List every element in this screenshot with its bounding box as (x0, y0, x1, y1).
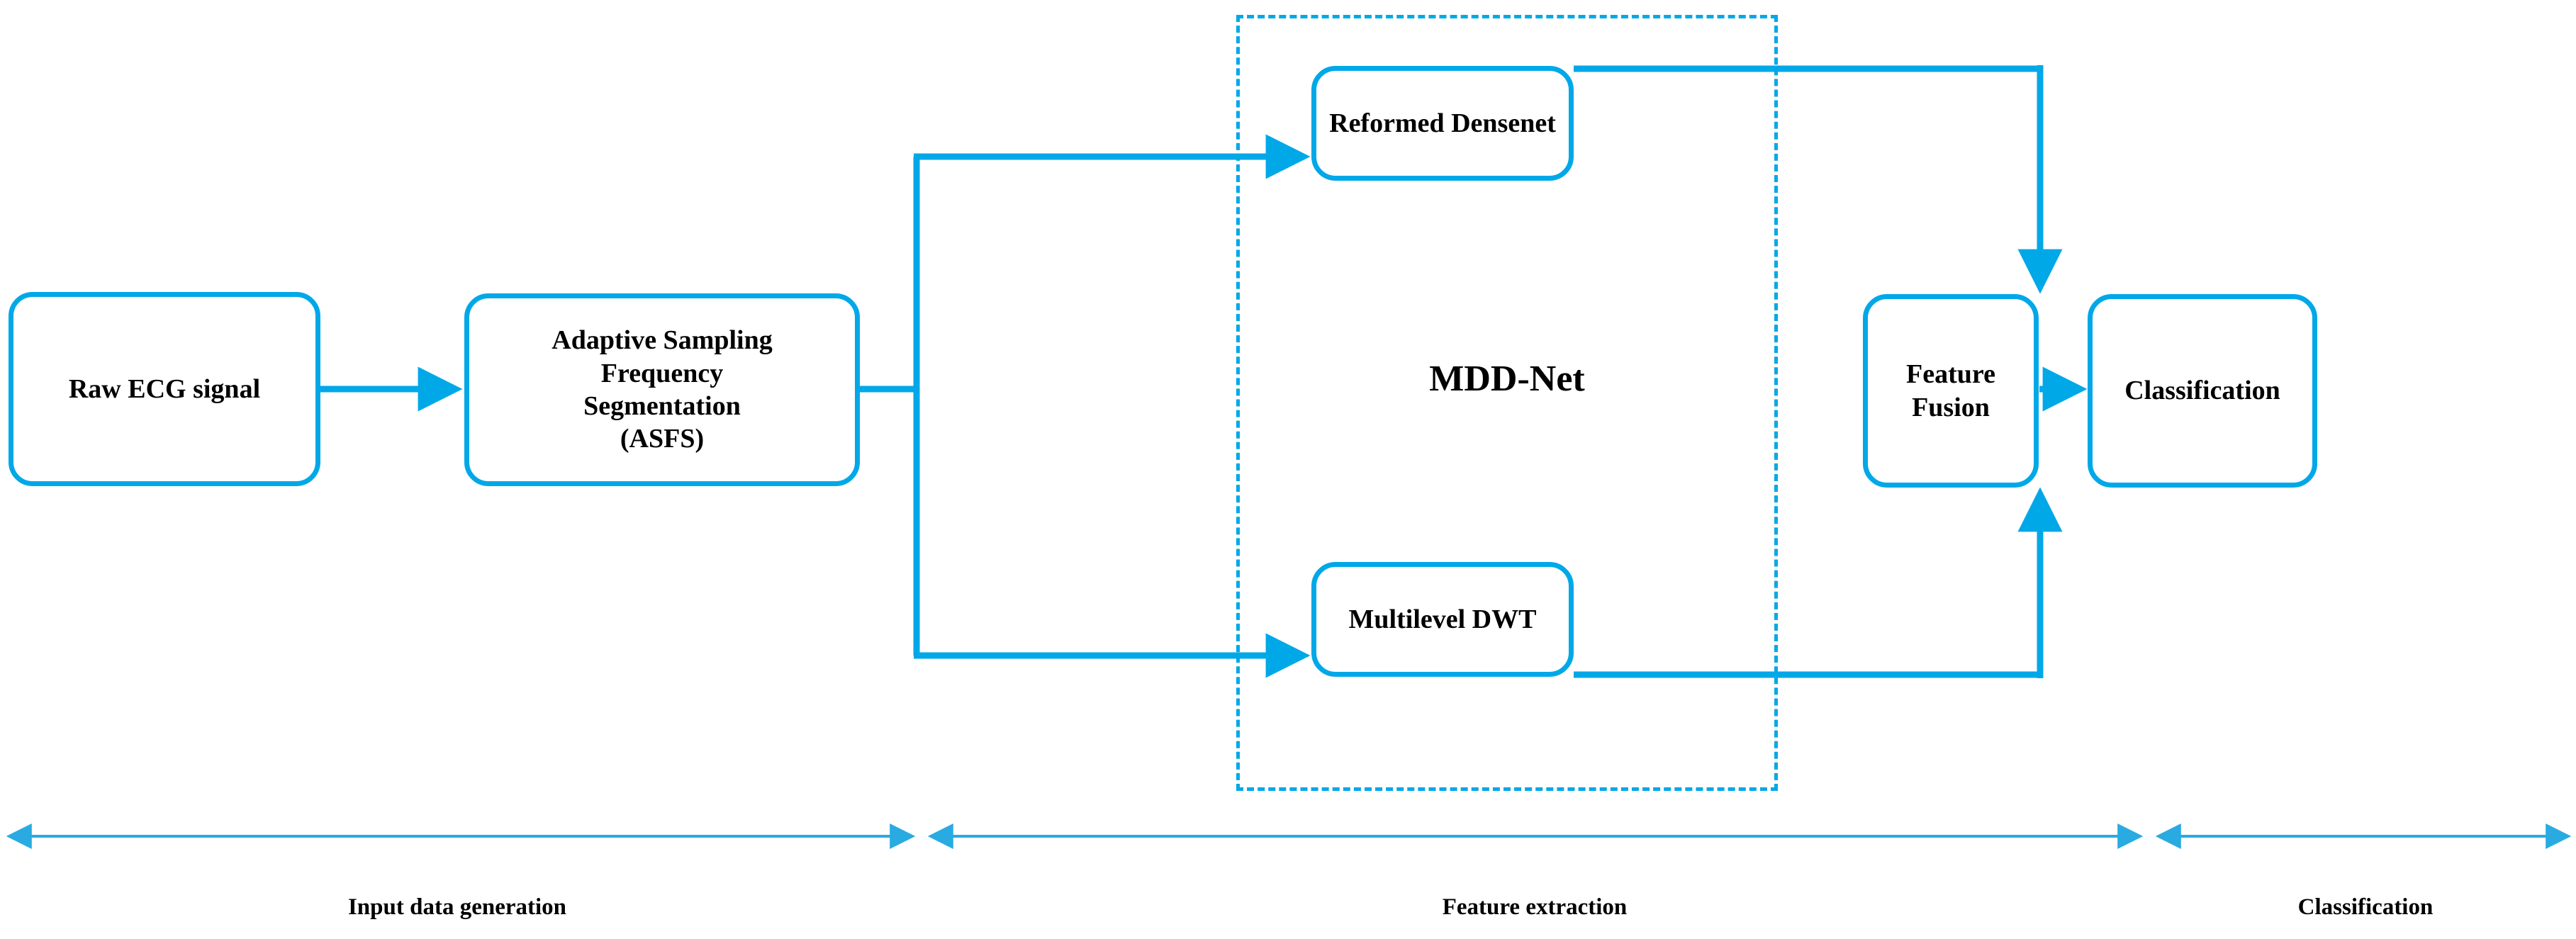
mdd-net-group-label: MDD-Net (1429, 359, 1585, 399)
node-label: Adaptive Sampling Frequency Segmentation… (551, 324, 772, 455)
node-classification[interactable]: Classification (2088, 294, 2317, 488)
asfs-line-4: (ASFS) (620, 424, 705, 454)
phase-label-input-data-generation: Input data generation (347, 894, 567, 920)
node-feature-fusion[interactable]: Feature Fusion (1863, 294, 2039, 488)
node-label: Multilevel DWT (1348, 604, 1537, 634)
node-label: Classification (2124, 376, 2280, 406)
node-multilevel-dwt[interactable]: Multilevel DWT (1311, 562, 1574, 677)
node-raw-ecg-signal[interactable]: Raw ECG signal (9, 292, 320, 486)
mdd-net-group-container (1236, 15, 1778, 791)
node-label: Feature Fusion (1906, 359, 1995, 422)
phase-label-feature-extraction: Feature extraction (1442, 894, 1628, 920)
node-reformed-densenet[interactable]: Reformed Densenet (1311, 66, 1574, 181)
asfs-line-3: Segmentation (583, 391, 741, 421)
asfs-line-2: Frequency (600, 358, 724, 388)
asfs-line-1: Adaptive Sampling (551, 325, 773, 356)
node-label: Raw ECG signal (68, 373, 261, 404)
node-asfs[interactable]: Adaptive Sampling Frequency Segmentation… (464, 293, 860, 486)
node-label: Reformed Densenet (1329, 108, 1556, 138)
phase-label-classification: Classification (2297, 894, 2434, 920)
